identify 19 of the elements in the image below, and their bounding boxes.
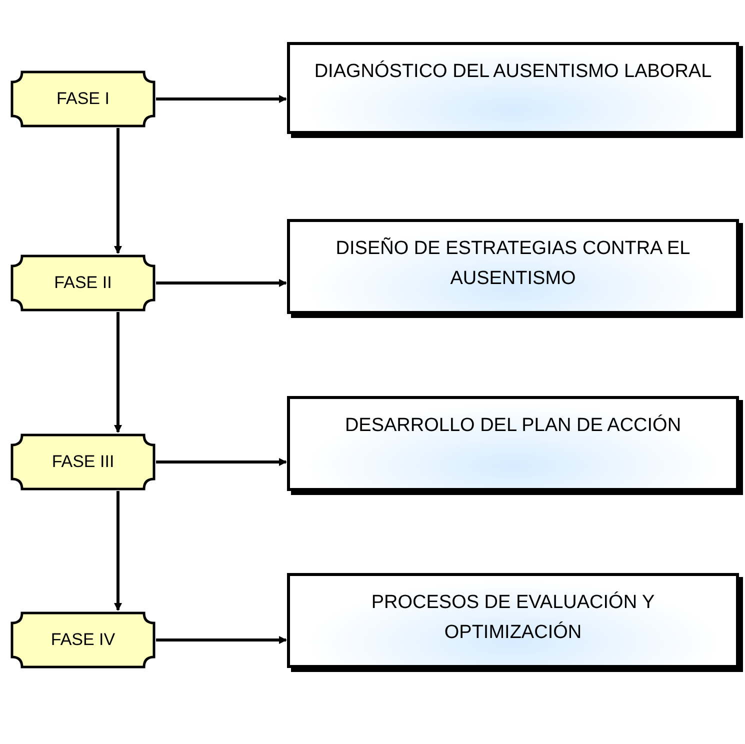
description-text: DESARROLLO DEL PLAN DE ACCIÓN <box>344 414 682 438</box>
description-text: PROCESOS DE EVALUACIÓN Y OPTIMIZACIÓN <box>370 590 656 645</box>
arrow <box>156 458 287 466</box>
phase-label: FASE I <box>56 88 110 110</box>
arrow <box>156 95 287 103</box>
description-text: DISEÑO DE ESTRATEGIAS CONTRA EL AUSENTISMO <box>334 236 692 291</box>
phase-label: FASE II <box>54 272 112 294</box>
arrow <box>114 312 122 433</box>
arrow <box>114 491 122 611</box>
arrow <box>156 636 287 644</box>
description-text: DIAGNÓSTICO DEL AUSENTISMO LABORAL <box>314 60 712 84</box>
phase-banner <box>10 70 156 128</box>
arrow <box>156 279 287 287</box>
phase-banner <box>10 254 156 312</box>
phase-banner <box>10 611 156 669</box>
phase-label: FASE III <box>52 451 114 474</box>
phase-label: FASE IV <box>50 629 116 652</box>
arrow <box>114 128 122 254</box>
phase-banner <box>10 433 156 491</box>
